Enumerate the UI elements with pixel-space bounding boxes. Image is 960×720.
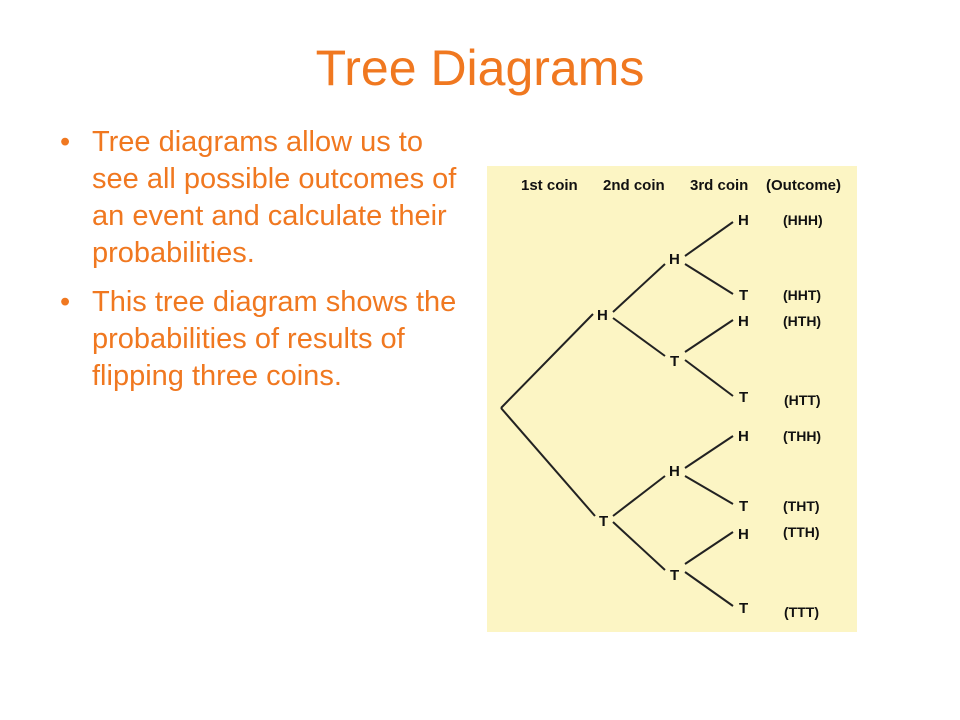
bullet-list: • Tree diagrams allow us to see all poss… xyxy=(58,124,468,407)
outcome-label: (HTH) xyxy=(783,313,821,329)
outcome-label: (HHH) xyxy=(783,212,823,228)
header-second-coin: 2nd coin xyxy=(603,177,665,194)
bullet-marker: • xyxy=(60,126,71,158)
outcome-label: (TTT) xyxy=(784,604,819,620)
branch-line xyxy=(612,263,666,313)
bullet-text: This tree diagram shows the probabilitie… xyxy=(92,286,457,392)
bullet-item: • Tree diagrams allow us to see all poss… xyxy=(58,124,468,272)
outcome-label: (THT) xyxy=(783,498,820,514)
tree-diagram-panel: 1st coin 2nd coin 3rd coin (Outcome) H T… xyxy=(487,166,857,632)
header-outcome: (Outcome) xyxy=(766,177,841,194)
third-coin-node: H xyxy=(738,526,749,543)
branch-line xyxy=(684,263,734,295)
first-coin-node: T xyxy=(599,513,608,530)
branch-line xyxy=(612,521,666,571)
third-coin-node: H xyxy=(738,428,749,445)
third-coin-node: T xyxy=(739,287,748,304)
bullet-item: • This tree diagram shows the probabilit… xyxy=(58,284,468,395)
branch-line xyxy=(684,475,734,505)
branch-line xyxy=(684,531,734,565)
bullet-marker: • xyxy=(60,286,71,318)
branch-line xyxy=(684,319,734,353)
branch-line xyxy=(684,571,734,607)
third-coin-node: T xyxy=(739,389,748,406)
header-first-coin: 1st coin xyxy=(521,177,578,194)
outcome-label: (TTH) xyxy=(783,524,820,540)
branch-line xyxy=(684,435,734,469)
third-coin-node: T xyxy=(739,498,748,515)
second-coin-node: T xyxy=(670,353,679,370)
branch-line xyxy=(612,475,666,517)
tree-diagram: 1st coin 2nd coin 3rd coin (Outcome) H T… xyxy=(500,177,841,620)
second-coin-node: H xyxy=(669,251,680,268)
branch-line xyxy=(612,317,666,357)
slide-title: Tree Diagrams xyxy=(315,40,645,96)
branch-line xyxy=(500,313,594,409)
third-coin-node: H xyxy=(738,212,749,229)
branch-line xyxy=(500,407,596,517)
second-coin-node: T xyxy=(670,567,679,584)
header-third-coin: 3rd coin xyxy=(690,177,748,194)
third-coin-node: T xyxy=(739,600,748,617)
third-coin-node: H xyxy=(738,313,749,330)
branch-line xyxy=(684,359,734,397)
outcome-label: (HHT) xyxy=(783,287,821,303)
outcome-label: (THH) xyxy=(783,428,821,444)
bullet-text: Tree diagrams allow us to see all possib… xyxy=(92,126,457,269)
first-coin-node: H xyxy=(597,307,608,324)
branch-line xyxy=(684,221,734,257)
outcome-label: (HTT) xyxy=(784,392,821,408)
second-coin-node: H xyxy=(669,463,680,480)
